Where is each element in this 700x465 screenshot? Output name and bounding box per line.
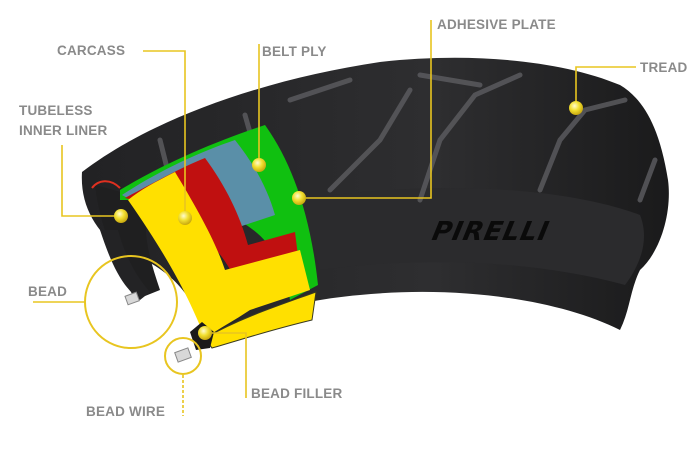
layer-carcass [128, 172, 310, 338]
leader-lines [33, 20, 636, 416]
label-bead-filler: BEAD FILLER [251, 386, 343, 401]
marker-carcass [178, 211, 192, 225]
bead-wire-block-2 [174, 347, 192, 363]
label-belt-ply: BELT PLY [262, 44, 327, 59]
sidewall [300, 188, 645, 285]
leader-adhesive [300, 20, 432, 199]
label-tubeless-1: TUBELESS [19, 103, 93, 118]
marker-tubeless [114, 209, 128, 223]
inner-liner-edge [91, 180, 121, 189]
leader-tubeless [61, 145, 120, 217]
label-bead: BEAD [28, 284, 68, 299]
marker-bead-filler [198, 326, 212, 340]
bead-edge [100, 230, 150, 300]
leader-tread [575, 66, 636, 106]
marker-belt-ply [252, 158, 266, 172]
bead-wire-ring [164, 337, 202, 375]
brand-logo: PIRELLI [430, 217, 553, 247]
layer-bead-filler [204, 291, 317, 349]
label-bead-wire: BEAD WIRE [86, 404, 166, 419]
bead-ring [84, 255, 178, 349]
marker-tread [569, 101, 583, 115]
marker-dots [114, 101, 583, 340]
marker-adhesive [292, 191, 306, 205]
label-carcass: CARCASS [57, 43, 126, 58]
label-tubeless-2: INNER LINER [19, 123, 108, 138]
label-tread: TREAD [640, 60, 688, 75]
bead-wire-block [124, 291, 140, 306]
label-adhesive-plate: ADHESIVE PLATE [437, 17, 556, 32]
leader-bead-filler [206, 332, 247, 398]
leader-carcass [143, 50, 186, 218]
